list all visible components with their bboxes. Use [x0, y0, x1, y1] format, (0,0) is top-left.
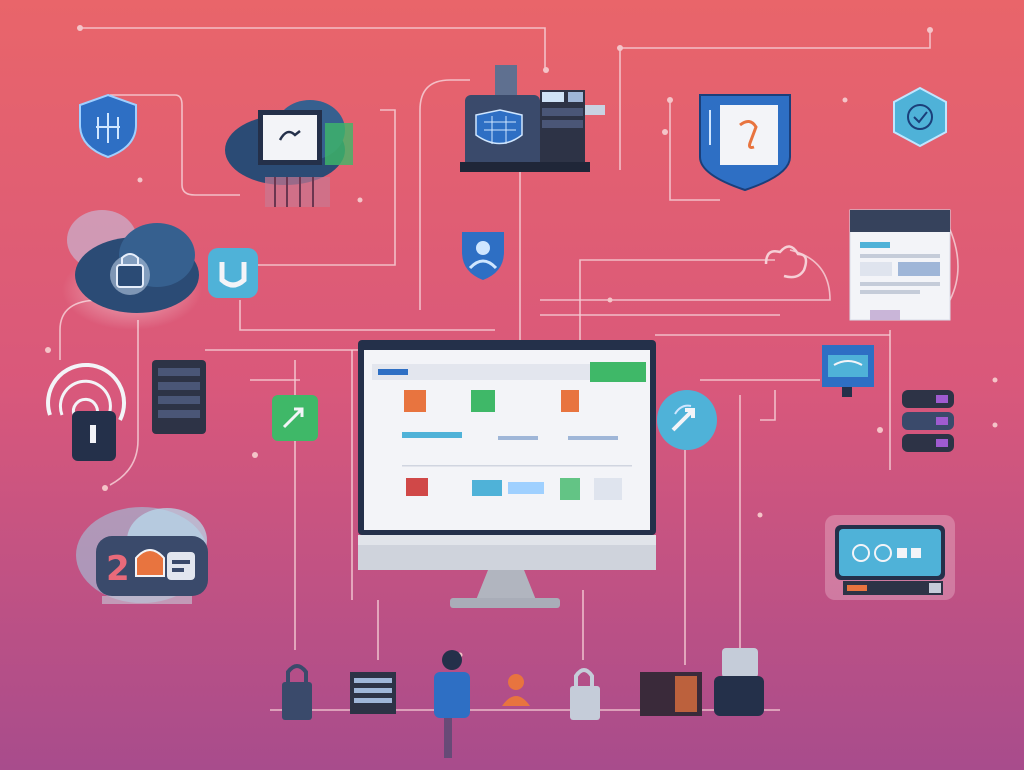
- chat-icon: [272, 395, 318, 441]
- badge-icon: [893, 86, 947, 148]
- network-device-icon: [902, 390, 954, 452]
- fingerprint-lock-icon: [46, 363, 126, 461]
- cloud-lock-icon: [62, 210, 202, 330]
- cloud-apps-icon: 2: [76, 507, 208, 604]
- storage-icon: [657, 390, 717, 450]
- cloud-link-icon: [764, 245, 808, 279]
- server-machine-icon: [460, 65, 605, 172]
- user-silhouette-icon: [502, 674, 530, 706]
- cloud-monitor-icon: [225, 100, 353, 207]
- person-icon: [434, 650, 470, 758]
- control-panel-icon: [822, 345, 874, 397]
- tablet-icon: [640, 672, 702, 716]
- control-panel-icon: [825, 515, 955, 600]
- server-rack-icon: [350, 672, 396, 714]
- robot-icon: [714, 648, 764, 716]
- padlock-icon: [570, 668, 600, 720]
- dashboard-window-icon: [849, 209, 951, 321]
- monitor-icon: [358, 340, 656, 608]
- server-rack-icon: [152, 360, 206, 434]
- svg-text:2: 2: [106, 549, 130, 589]
- padlock-icon: [282, 664, 312, 720]
- user-icon: [462, 232, 504, 280]
- shield-icon: [79, 93, 137, 159]
- app-icon: [208, 248, 258, 298]
- security-shield-icon: [699, 94, 791, 192]
